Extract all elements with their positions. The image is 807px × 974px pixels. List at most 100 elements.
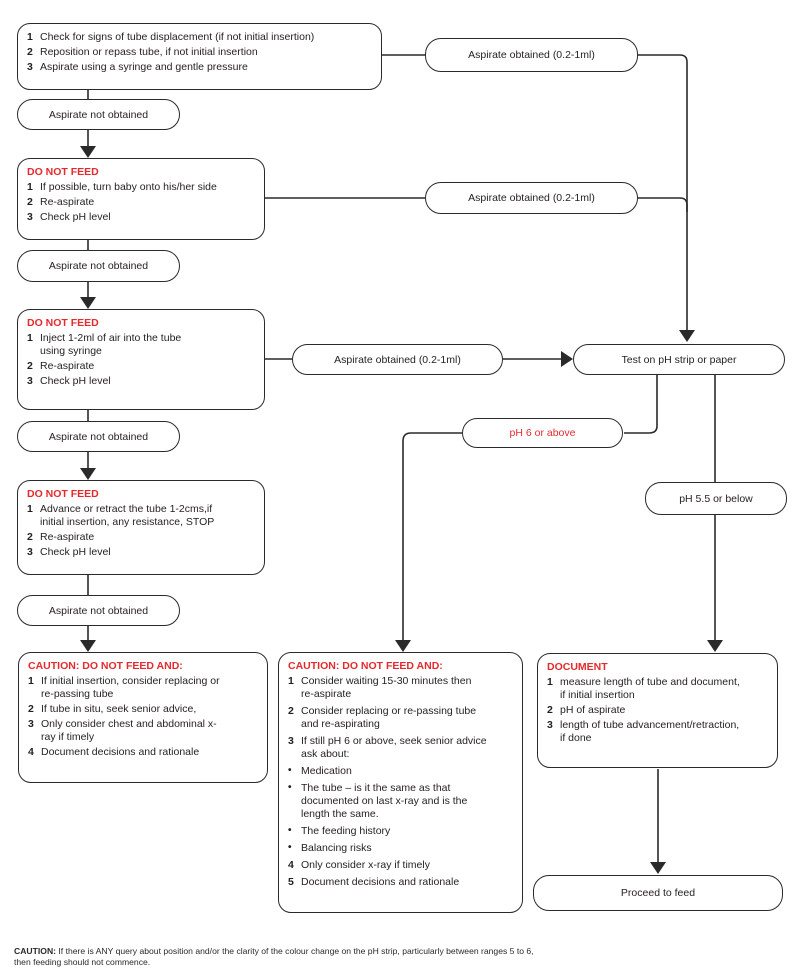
- arrowhead-test-left: [561, 351, 573, 367]
- item-number: 4: [288, 859, 294, 872]
- list-item: 1 Check for signs of tube displacement (…: [27, 31, 373, 44]
- pill-aspirate-not-obtained-1: Aspirate not obtained: [17, 99, 180, 130]
- item-number: 1: [288, 675, 294, 688]
- list-item: 4 Only consider x-ray if timely: [288, 859, 514, 872]
- item-number: 2: [28, 703, 34, 716]
- box-title: DO NOT FEED: [27, 317, 99, 329]
- footer-caution-note: CAUTION: If there is ANY query about pos…: [14, 946, 714, 968]
- pill-ph6-or-above: pH 6 or above: [462, 418, 623, 448]
- item-text: measure length of tube and document, if …: [560, 676, 740, 702]
- item-number: 3: [27, 375, 33, 388]
- pill-label: pH 6 or above: [509, 427, 576, 439]
- item-number: 1: [27, 332, 33, 345]
- pill-label: Aspirate not obtained: [48, 604, 149, 617]
- node-step1: 1 Check for signs of tube displacement (…: [17, 23, 382, 90]
- footer-caution-label: CAUTION:: [14, 946, 57, 956]
- arrowhead-document: [707, 640, 723, 652]
- pill-proceed-to-feed: Proceed to feed: [533, 875, 783, 911]
- pill-label: Aspirate not obtained: [48, 430, 149, 443]
- node-document: DOCUMENT 1 measure length of tube and do…: [537, 653, 778, 768]
- item-number: 3: [288, 735, 294, 748]
- item-text: Document decisions and rationale: [301, 876, 460, 889]
- item-text: If tube in situ, seek senior advice,: [41, 703, 197, 716]
- item-number: 3: [27, 546, 33, 559]
- list-item-bullet: • The tube – is it the same as that docu…: [288, 782, 514, 821]
- list-item: 1 If initial insertion, consider replaci…: [28, 675, 259, 701]
- arrowhead-cautionmid: [395, 640, 411, 652]
- node-step2: DO NOT FEED 1 If possible, turn baby ont…: [17, 158, 265, 240]
- list-item: 5 Document decisions and rationale: [288, 876, 514, 889]
- list-item: 2 Re-aspirate: [27, 196, 256, 209]
- item-text: Consider waiting 15-30 minutes then re-a…: [301, 675, 472, 701]
- list-item-bullet: • Balancing risks: [288, 842, 514, 855]
- pill-label: Proceed to feed: [620, 887, 696, 899]
- arrowhead-test-top: [679, 330, 695, 342]
- bullet-marker: •: [288, 842, 292, 854]
- item-number: 2: [27, 360, 33, 373]
- arrowhead-step3: [80, 297, 96, 309]
- item-text: Advance or retract the tube 1-2cms,if in…: [40, 503, 215, 529]
- item-number: 2: [27, 196, 33, 209]
- list-item: 4 Document decisions and rationale: [28, 746, 259, 759]
- bullet-marker: •: [288, 825, 292, 837]
- item-text: Re-aspirate: [40, 360, 95, 373]
- node-caution-middle: CAUTION: DO NOT FEED AND: 1 Consider wai…: [278, 652, 523, 913]
- list-item: 1 measure length of tube and document, i…: [547, 676, 769, 702]
- list-item: 3 length of tube advancement/retraction,…: [547, 719, 769, 745]
- item-text: Check pH level: [40, 211, 111, 224]
- box-title: DO NOT FEED: [27, 488, 99, 500]
- pill-label: pH 5.5 or below: [679, 492, 753, 505]
- arrowhead-cautionleft: [80, 640, 96, 652]
- list-item: 3 Only consider chest and abdominal x- r…: [28, 718, 259, 744]
- item-text: length of tube advancement/retraction, i…: [560, 719, 740, 745]
- list-item: 3 Check pH level: [27, 211, 256, 224]
- bullet-marker: •: [288, 765, 292, 777]
- list-item: 1 Inject 1-2ml of air into the tube usin…: [27, 332, 256, 358]
- bullet-marker: •: [288, 782, 292, 794]
- item-number: 3: [547, 719, 553, 732]
- item-text: Inject 1-2ml of air into the tube using …: [40, 332, 182, 358]
- box-title: DOCUMENT: [547, 661, 608, 673]
- pill-label: Aspirate not obtained: [48, 260, 149, 272]
- item-text: Aspirate using a syringe and gentle pres…: [40, 61, 248, 74]
- item-text: If initial insertion, consider replacing…: [41, 675, 220, 701]
- pill-aspirate-not-obtained-3: Aspirate not obtained: [17, 421, 180, 452]
- item-text: Document decisions and rationale: [41, 746, 200, 759]
- pill-label: Aspirate obtained (0.2-1ml): [468, 49, 595, 61]
- list-item: 3 If still pH 6 or above, seek senior ad…: [288, 735, 514, 761]
- item-number: 2: [27, 46, 33, 59]
- item-number: 2: [288, 705, 294, 718]
- item-text: If possible, turn baby onto his/her side: [40, 181, 217, 194]
- list-item: 2 Reposition or repass tube, if not init…: [27, 46, 373, 59]
- item-text: The feeding history: [301, 825, 391, 838]
- item-text: Reposition or repass tube, if not initia…: [40, 46, 258, 59]
- list-item: 2 pH of aspirate: [547, 704, 769, 717]
- connector-aspobt1-test: [638, 54, 688, 331]
- list-item: 3 Check pH level: [27, 375, 256, 388]
- item-number: 1: [27, 503, 33, 516]
- item-number: 2: [27, 531, 33, 544]
- pill-label: Aspirate obtained (0.2-1ml): [468, 192, 595, 204]
- item-text: Only consider x-ray if timely: [301, 859, 430, 872]
- item-number: 1: [27, 31, 33, 43]
- item-text: Check pH level: [40, 375, 111, 388]
- pill-label: Aspirate not obtained: [48, 108, 149, 121]
- connector-aspobt2-merge: [638, 197, 688, 212]
- pill-aspirate-obtained-3: Aspirate obtained (0.2-1ml): [292, 344, 503, 375]
- pill-aspirate-obtained-1: Aspirate obtained (0.2-1ml): [425, 38, 638, 72]
- item-text: Re-aspirate: [40, 196, 95, 209]
- pill-aspirate-not-obtained-4: Aspirate not obtained: [17, 595, 180, 626]
- list-item: 3 Check pH level: [27, 546, 256, 559]
- node-test-ph-strip: Test on pH strip or paper: [573, 344, 785, 375]
- item-text: Consider replacing or re-passing tube an…: [301, 705, 477, 731]
- connector-ph6-cautionmid: [402, 432, 462, 641]
- arrowhead-step2: [80, 146, 96, 158]
- pill-aspirate-not-obtained-2: Aspirate not obtained: [17, 250, 180, 282]
- pill-ph55-or-below: pH 5.5 or below: [645, 482, 787, 515]
- item-number: 3: [27, 61, 33, 74]
- arrowhead-step4: [80, 468, 96, 480]
- list-item: 1 Consider waiting 15-30 minutes then re…: [288, 675, 514, 701]
- item-text: Check for signs of tube displacement (if…: [40, 31, 315, 43]
- item-number: 3: [27, 211, 33, 224]
- box-title: CAUTION: DO NOT FEED AND:: [28, 660, 183, 672]
